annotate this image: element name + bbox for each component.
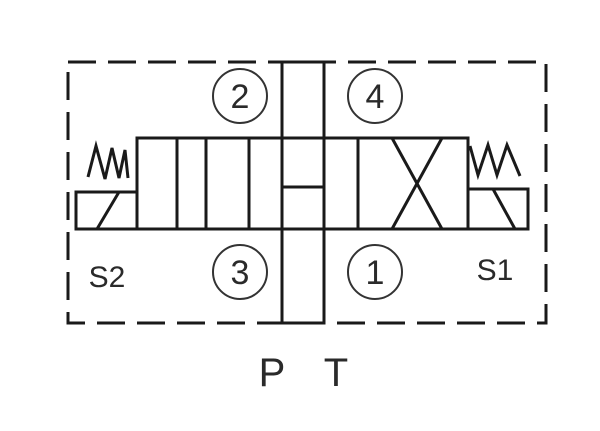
svg-text:4: 4 xyxy=(366,78,385,116)
spring-right-icon xyxy=(468,140,522,181)
port-1: 1 xyxy=(347,244,403,300)
port-4: 4 xyxy=(347,68,403,124)
port-3: 3 xyxy=(212,244,268,300)
valve-body xyxy=(135,136,470,231)
svg-text:2: 2 xyxy=(231,78,250,116)
cross-flow-line xyxy=(390,137,444,230)
solenoid-right xyxy=(466,187,530,231)
tank-port-label: T xyxy=(324,351,348,395)
solenoid-left xyxy=(74,190,139,231)
valve-spool-lines xyxy=(175,137,444,230)
spring-left-icon xyxy=(86,140,130,180)
pressure-port-label: P xyxy=(259,351,286,395)
solenoid-label-s2: S2 xyxy=(89,261,126,294)
port-2: 2 xyxy=(212,68,268,124)
solenoid-label-s1: S1 xyxy=(477,254,514,287)
svg-text:1: 1 xyxy=(366,254,385,292)
svg-text:3: 3 xyxy=(231,254,250,292)
